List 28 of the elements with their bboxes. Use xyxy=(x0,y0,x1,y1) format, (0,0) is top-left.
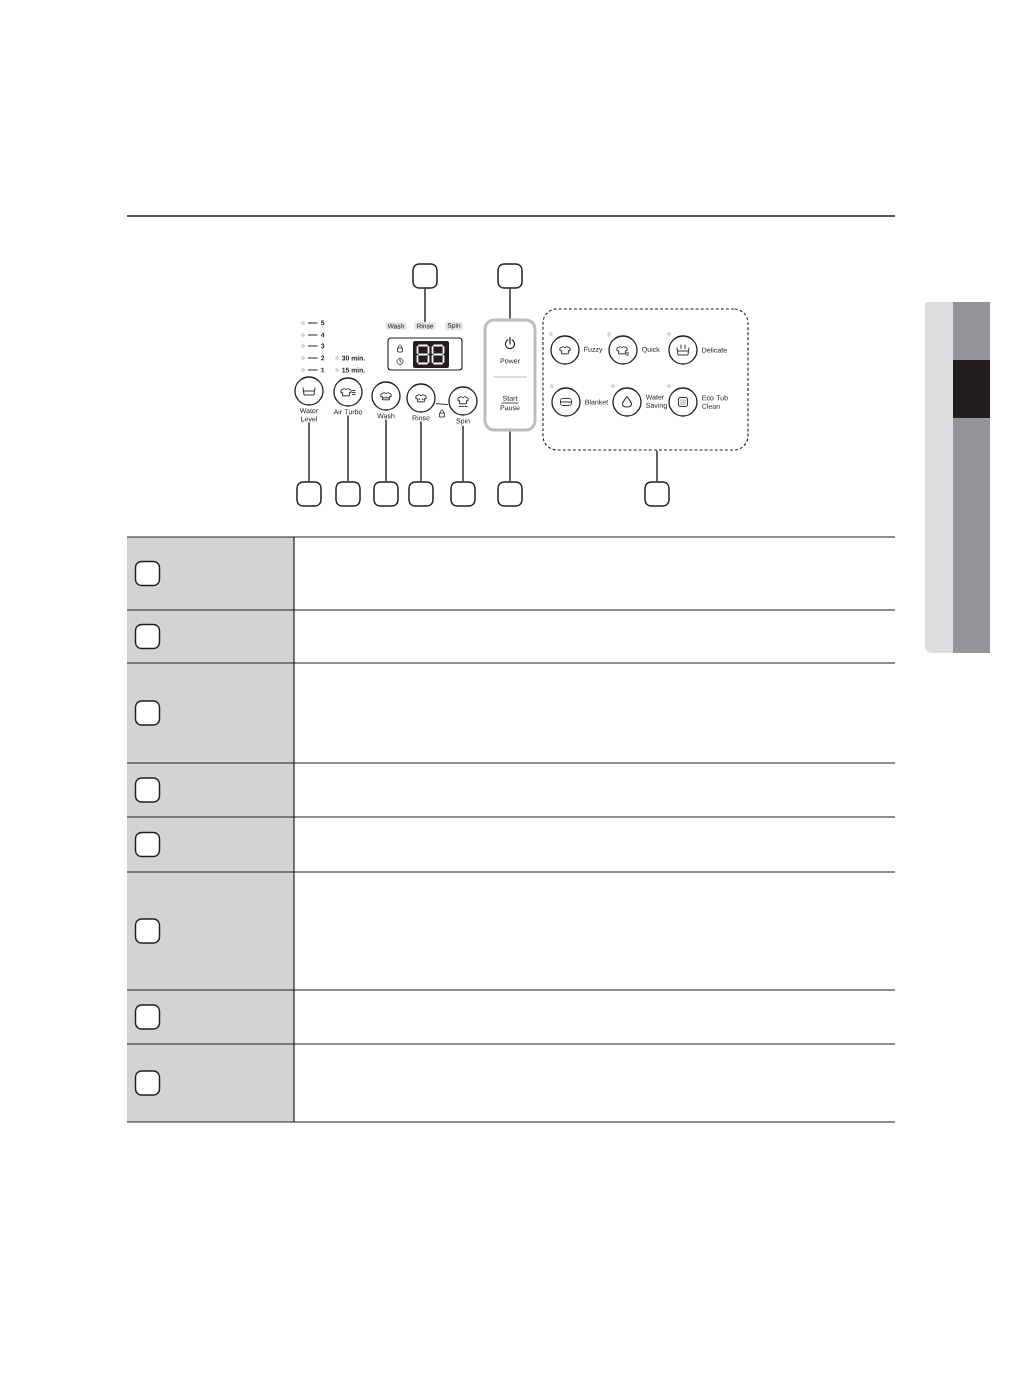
callout-box xyxy=(134,918,161,944)
dashed-frame xyxy=(542,308,749,451)
connector-line xyxy=(435,403,449,406)
leader-line xyxy=(347,414,349,482)
leader-line xyxy=(509,288,511,320)
leader-line xyxy=(424,288,426,323)
callout-box xyxy=(296,481,322,507)
callout-box xyxy=(134,700,161,726)
leader-line xyxy=(509,430,511,482)
leader-line xyxy=(462,425,464,482)
callout-box xyxy=(412,263,438,289)
callout-box xyxy=(134,777,161,803)
callout-box xyxy=(450,481,476,507)
callout-box xyxy=(134,560,161,587)
callout-box xyxy=(497,481,523,507)
leader-line xyxy=(420,420,422,482)
callout-box xyxy=(134,831,161,858)
callout-box xyxy=(644,481,670,507)
leader-line xyxy=(385,418,387,482)
callout-box xyxy=(335,481,361,507)
callout-box xyxy=(408,481,434,507)
callout-box xyxy=(373,481,399,507)
leader-line xyxy=(656,449,658,482)
callout-box xyxy=(497,263,523,289)
callout-box xyxy=(134,623,161,650)
leader-line xyxy=(308,421,310,482)
callout-box xyxy=(134,1070,161,1096)
callout-box xyxy=(134,1004,161,1030)
